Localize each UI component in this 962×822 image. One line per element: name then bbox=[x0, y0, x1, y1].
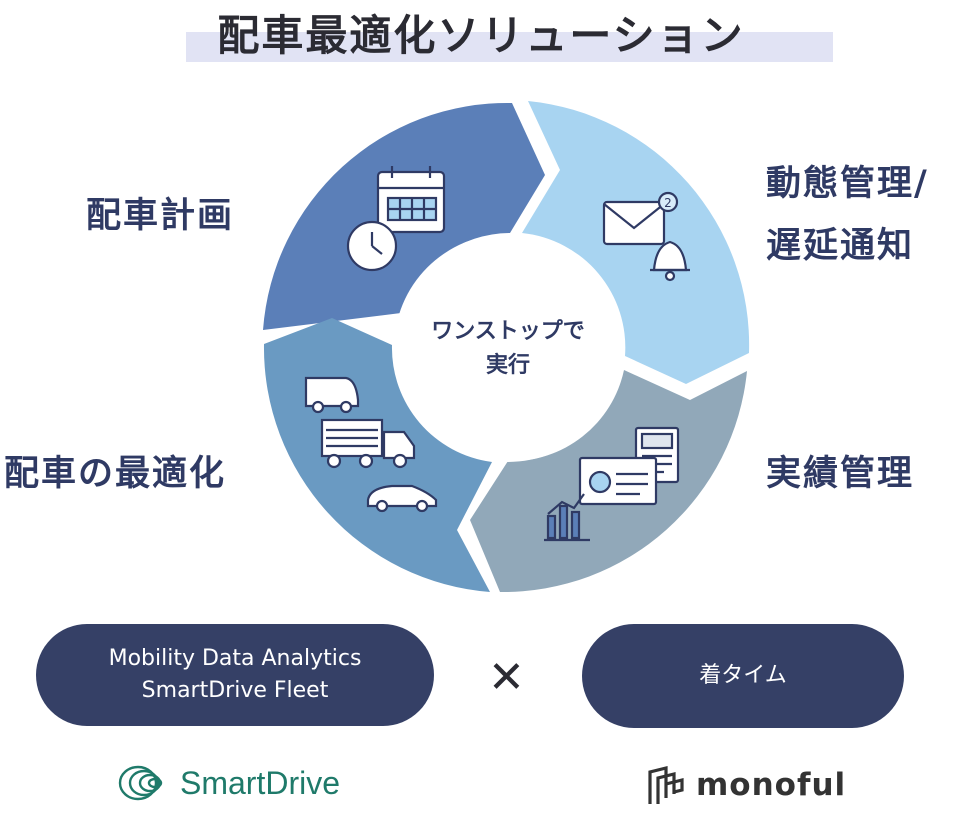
label-optimize: 配車の最適化 bbox=[4, 454, 227, 494]
report-chart-icon bbox=[544, 426, 680, 542]
label-tracking-line2: 遅延通知 bbox=[766, 226, 915, 266]
center-circle bbox=[394, 234, 622, 462]
pill-line2: SmartDrive Fleet bbox=[141, 678, 329, 703]
mail-bell-icon bbox=[602, 191, 690, 282]
notification-badge: 2 bbox=[664, 196, 672, 210]
smartdrive-fleet-pill[interactable]: Mobility Data Analytics SmartDrive Fleet bbox=[36, 624, 434, 726]
smartdrive-logo-icon bbox=[118, 765, 163, 801]
calendar-clock-icon bbox=[346, 166, 446, 272]
page-title: 配車最適化ソリューション bbox=[217, 11, 745, 60]
pill-label: 着タイム bbox=[699, 663, 787, 688]
monoful-logo-text: monoful bbox=[696, 767, 847, 803]
chaku-time-pill[interactable]: 着タイム bbox=[582, 624, 904, 728]
center-line2: 実行 bbox=[486, 352, 530, 378]
times-icon: ✕ bbox=[488, 652, 525, 703]
center-line1: ワンストップで bbox=[431, 319, 585, 344]
pill-line1: Mobility Data Analytics bbox=[108, 646, 362, 671]
label-tracking-line1: 動態管理/ bbox=[766, 164, 929, 204]
label-plan: 配車計画 bbox=[86, 196, 235, 236]
cycle-diagram: ワンストップで 実行 2 bbox=[263, 101, 750, 593]
title-highlight bbox=[186, 32, 833, 62]
monoful-logo-icon bbox=[648, 765, 684, 804]
smartdrive-logo: SmartDrive bbox=[118, 764, 340, 802]
smartdrive-logo-text: SmartDrive bbox=[180, 764, 341, 801]
label-results: 実績管理 bbox=[766, 454, 915, 494]
monoful-logo: monoful bbox=[646, 764, 846, 806]
vehicles-icon bbox=[304, 376, 438, 513]
